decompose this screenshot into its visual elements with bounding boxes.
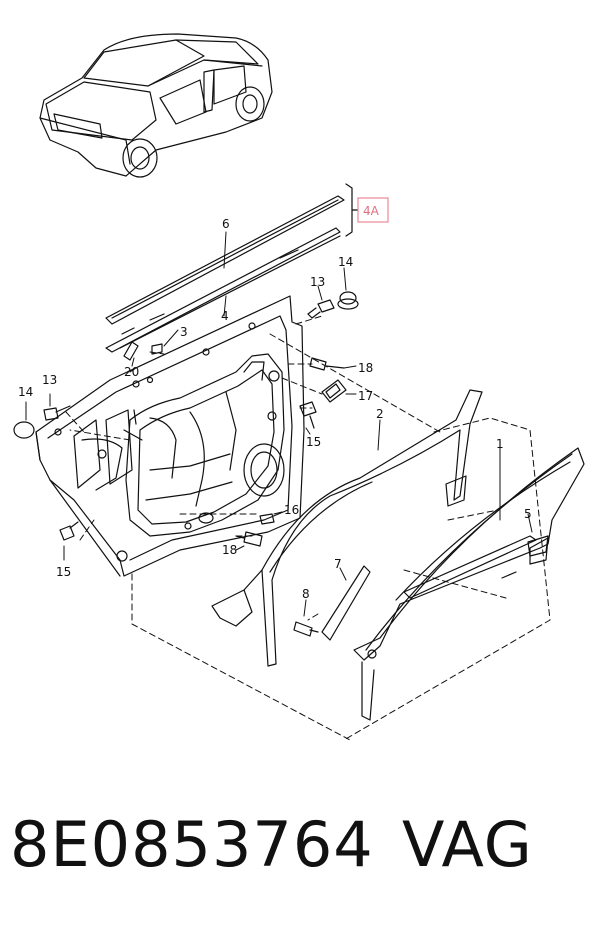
part-14-cap-left: [13, 421, 35, 439]
reference-4a-box: [357, 197, 389, 223]
part-17-gasket: [321, 379, 347, 403]
part-15-bolt-right: [299, 401, 317, 429]
part-7-trim: [321, 565, 371, 641]
callout-14-left: 14: [18, 385, 33, 399]
callout-2: 2: [376, 407, 384, 421]
part-2-guide-channel: [211, 389, 483, 667]
part-13-bolt-left: [43, 405, 71, 421]
callout-13-upper: 13: [310, 275, 325, 289]
part-14-cap-upper: [337, 291, 359, 310]
part-18-bolt-upper: [309, 357, 345, 371]
callout-6: 6: [222, 217, 230, 231]
callout-20: 20: [124, 365, 139, 379]
window-regulator-plate: [81, 353, 285, 537]
callout-3: 3: [180, 325, 188, 339]
footer: 8E0853764 VAG: [0, 808, 600, 908]
part-13-bolt-upper: [307, 299, 335, 319]
callout-4: 4: [221, 309, 229, 323]
callout-7: 7: [334, 557, 342, 571]
part-16-bolt: [259, 513, 275, 525]
callout-14-upper: 14: [338, 255, 353, 269]
part-20-strip: [123, 341, 139, 361]
callout-17: 17: [358, 389, 373, 403]
part-15-bolt-left: [59, 521, 79, 541]
callout-15-right: 15: [306, 435, 321, 449]
parts-exploded-diagram: 4A 6 4 3 20 13 14 18 17 15 2 1 5 16 18 7…: [13, 33, 585, 741]
part-5-guide-rail: [403, 535, 549, 599]
part-18-bolt-lower: [235, 531, 263, 547]
callout-16: 16: [284, 503, 299, 517]
callout-8: 8: [302, 587, 310, 601]
callout-1: 1: [496, 437, 504, 451]
callout-18-lower: 18: [222, 543, 237, 557]
part-4-seal-strip: [105, 227, 341, 353]
brand-name: VAG: [402, 808, 533, 881]
callout-15-left: 15: [56, 565, 71, 579]
part-3-clip: [151, 343, 163, 355]
door-shell: [35, 295, 305, 577]
callout-13-left: 13: [42, 373, 57, 387]
part-1-window-glass: [353, 447, 585, 721]
part-8-bolt: [293, 621, 319, 637]
callout-18-upper: 18: [358, 361, 373, 375]
part-number: 8E0853764: [10, 808, 374, 881]
reference-4a-label: 4A: [363, 204, 380, 218]
car-reference-illustration: [39, 33, 273, 178]
callout-5: 5: [524, 507, 532, 521]
